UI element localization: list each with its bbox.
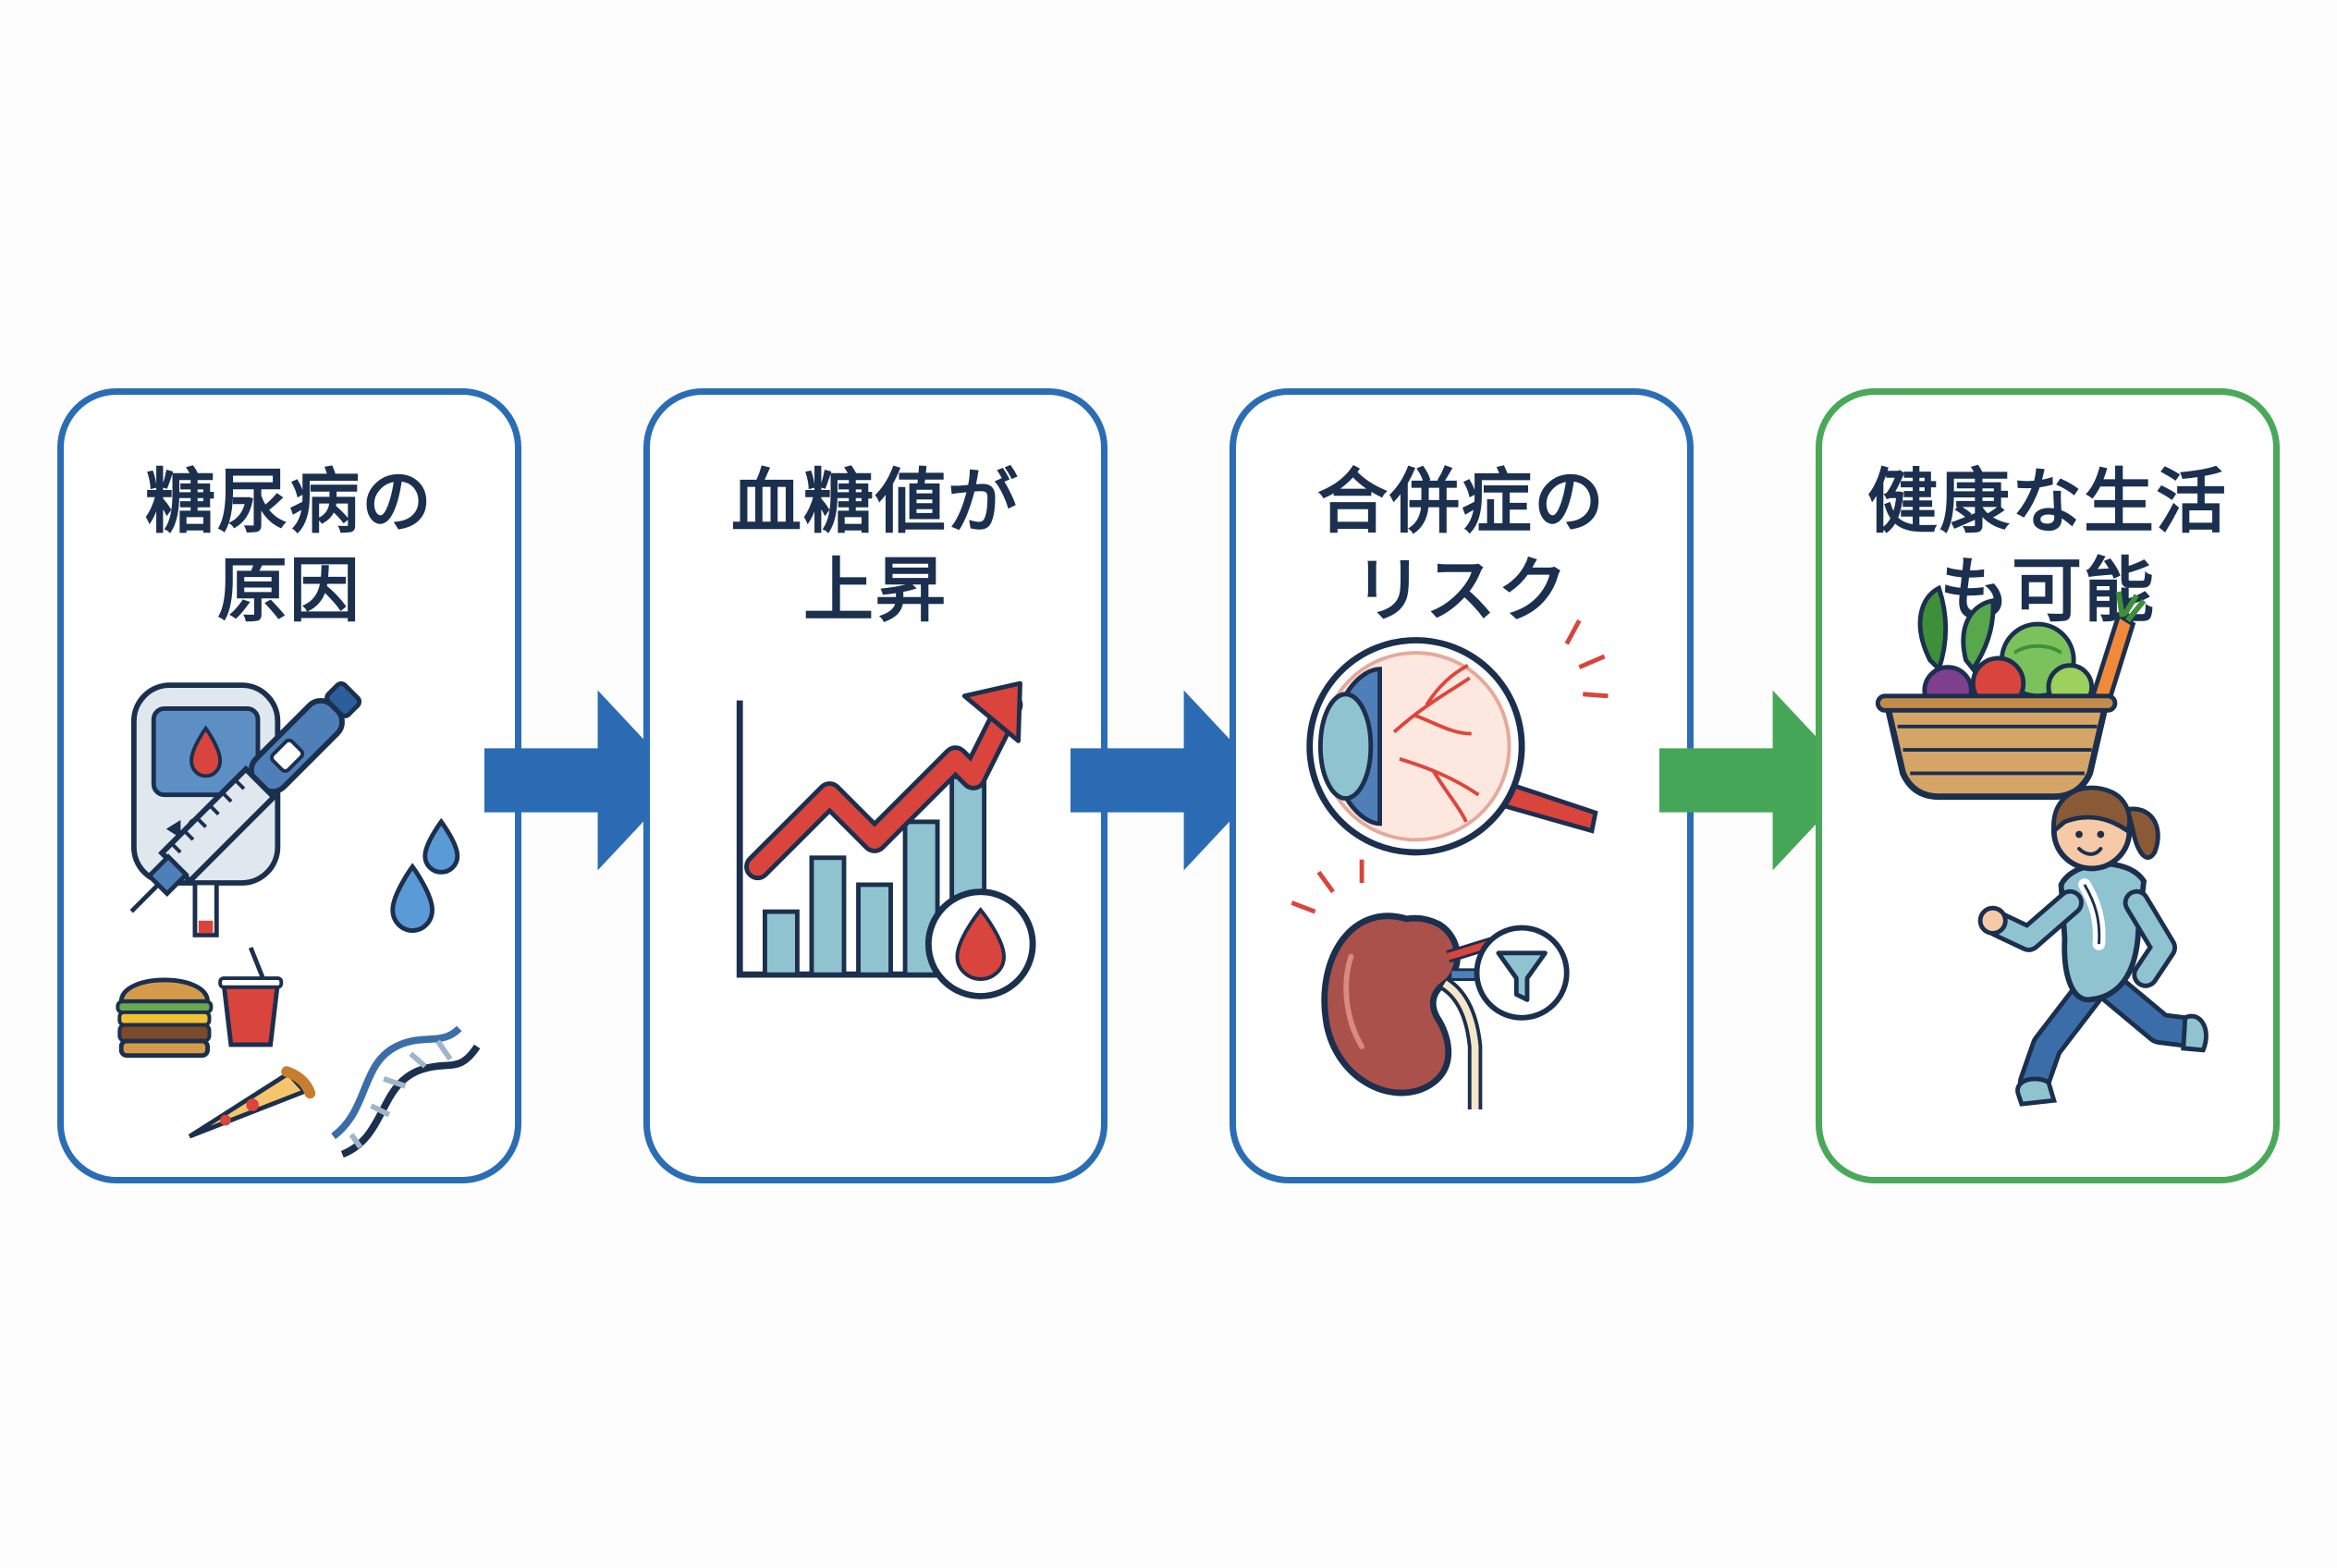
eye-retina-icon: [1306, 619, 1609, 856]
complications-illustration: [1291, 619, 1609, 1109]
running-woman-icon: [1977, 785, 2209, 1107]
arrow-right-icon: [484, 690, 682, 871]
step-title-line1: 合併症の: [1317, 460, 1606, 543]
filter-funnel-icon: [1474, 925, 1570, 1021]
step-title-line2: 上昇: [803, 549, 948, 631]
step-card-healthy-life: 健康な生活 も可能: [1816, 388, 2280, 1183]
step-title-line2: リスク: [1353, 549, 1570, 631]
step-title-line1: 糖尿病の: [145, 460, 434, 543]
causes-illustration: [116, 680, 481, 1158]
step-title: 糖尿病の 原因: [64, 458, 515, 635]
step-card-causes: 糖尿病の 原因: [57, 388, 521, 1183]
step-title: 合併症の リスク: [1236, 458, 1687, 635]
step-title-line1: 健康な生活: [1867, 460, 2228, 543]
step-title-line1: 血糖値が: [731, 460, 1020, 543]
pizza-icon: [188, 1066, 316, 1139]
step-title: 血糖値が 上昇: [650, 458, 1101, 635]
water-drops-icon: [390, 817, 460, 933]
glucose-chart-illustration: [736, 680, 1036, 999]
step-card-glucose-rise: 血糖値が 上昇: [643, 388, 1107, 1183]
dna-icon: [331, 1025, 481, 1158]
healthy-life-illustration: [1875, 584, 2209, 1107]
step-title-line2: 原因: [217, 549, 361, 631]
kidney-icon: [1291, 859, 1497, 1109]
drink-cup-icon: [218, 947, 284, 1047]
insulin-pen-icon: [129, 680, 362, 913]
burger-icon: [116, 977, 214, 1059]
step-card-complications: 合併症の リスク: [1230, 388, 1694, 1183]
vegetable-basket-icon: [1875, 584, 2147, 801]
arrow-right-icon: [1071, 690, 1268, 871]
blood-drop-icon: [924, 888, 1036, 999]
arrow-right-icon: [1659, 690, 1857, 871]
glucose-meter-icon: [130, 682, 281, 937]
